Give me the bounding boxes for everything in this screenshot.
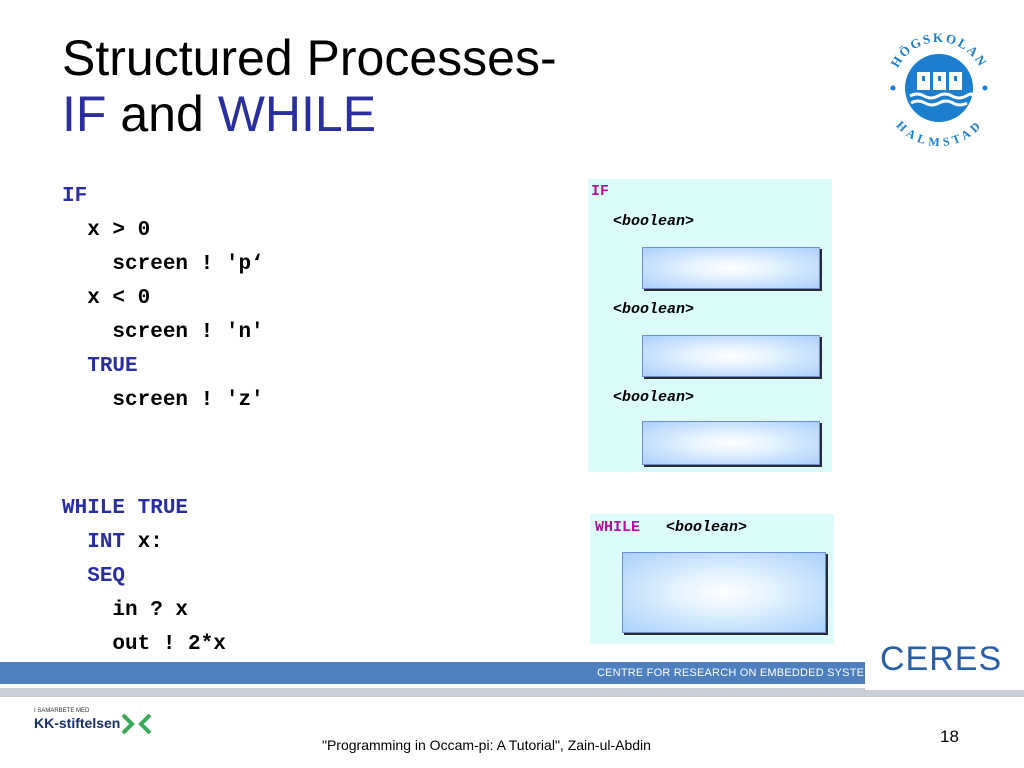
ceres-subtitle: CENTRE FOR RESEARCH ON EMBEDDED SYSTEMS	[597, 667, 882, 679]
code-int-decl: x:	[125, 531, 163, 554]
code-keyword-seq: SEQ	[87, 565, 126, 588]
footer-citation: "Programming in Occam-pi: A Tutorial", Z…	[322, 737, 651, 753]
code-keyword-true: TRUE	[87, 355, 138, 378]
slide-title: Structured Processes- IF and WHILE	[62, 30, 557, 142]
title-keyword-if: IF	[62, 86, 107, 142]
code-keyword-while-true: TRUE	[137, 497, 189, 520]
code-keyword-if: IF	[62, 185, 88, 208]
while-diagram-condition: <boolean>	[666, 519, 748, 536]
if-diagram-process-2	[642, 335, 820, 377]
code-line-in: in ? x	[112, 599, 189, 622]
if-code-block: IF x > 0 screen ! 'p‘ x < 0 screen ! 'n'…	[62, 180, 264, 418]
while-diagram-process	[622, 552, 826, 633]
code-cond-2: x < 0	[87, 287, 151, 310]
logo-bottom-text: HALMSTAD	[893, 118, 982, 146]
if-diagram-process-3	[642, 421, 820, 465]
if-diagram-condition-3: <boolean>	[613, 389, 695, 406]
kk-tagline: I SAMARBETE MED	[34, 708, 90, 714]
if-diagram: IF <boolean> <boolean> <boolean>	[588, 179, 832, 472]
title-line-2: IF and WHILE	[62, 86, 557, 142]
code-action-1: screen ! 'p‘	[112, 253, 264, 276]
ceres-banner-bar	[0, 662, 1024, 684]
while-code-block: WHILE TRUE INT x: SEQ in ? x out ! 2*x	[62, 492, 226, 662]
code-action-2: screen ! 'n'	[112, 321, 264, 344]
title-and: and	[120, 86, 204, 142]
kk-stiftelsen-logo-text: KK-stiftelsen	[34, 715, 121, 731]
ceres-logo-tab	[865, 636, 1024, 690]
code-cond-1: x > 0	[87, 219, 151, 242]
while-diagram: WHILE <boolean>	[590, 514, 834, 644]
if-diagram-keyword: IF	[591, 183, 610, 200]
title-line-1: Structured Processes-	[62, 30, 557, 86]
if-diagram-condition-1: <boolean>	[613, 213, 695, 230]
if-diagram-condition-2: <boolean>	[613, 301, 695, 318]
code-keyword-while: WHILE	[62, 497, 126, 520]
title-keyword-while: WHILE	[217, 86, 377, 142]
while-diagram-keyword: WHILE	[595, 519, 641, 536]
code-keyword-int: INT	[87, 531, 126, 554]
if-diagram-process-1	[642, 247, 820, 289]
hogskolan-halmstad-logo: HÖGSKOLAN HALMSTAD	[887, 30, 988, 146]
kk-chevrons-icon	[121, 713, 152, 735]
ceres-logo-text: CERES	[880, 640, 1003, 678]
code-line-out: out ! 2*x	[112, 633, 226, 656]
banner-underline	[0, 688, 1024, 697]
page-number: 18	[940, 727, 959, 746]
code-action-3: screen ! 'z'	[112, 389, 264, 412]
svg-text:HALMSTAD: HALMSTAD	[893, 118, 984, 146]
